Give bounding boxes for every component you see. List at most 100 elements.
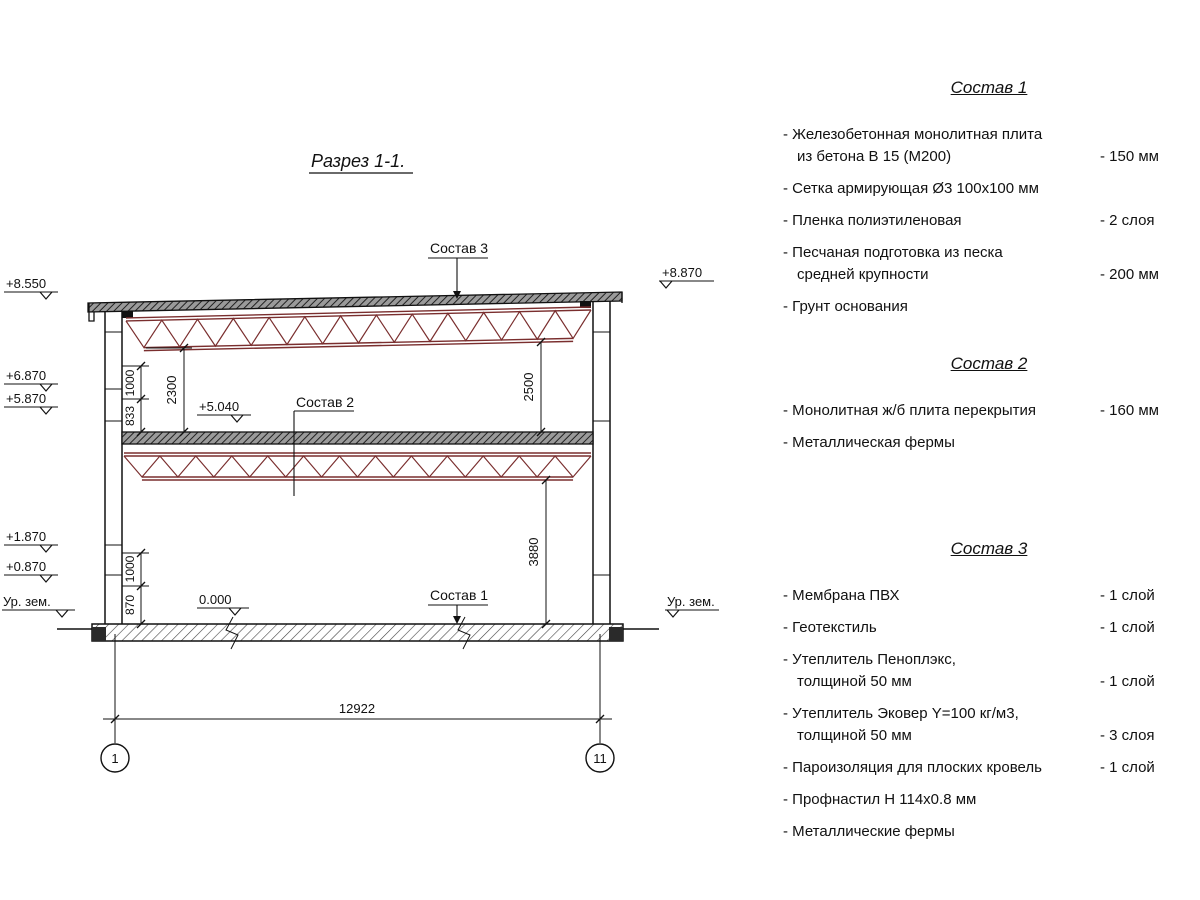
spec-heading-2: Состав 2 xyxy=(950,354,1028,373)
spec-item: - Металлическая фермы xyxy=(783,432,1195,454)
spec-item-value: - 3 слоя xyxy=(1100,727,1155,744)
spec-heading-3: Состав 3 xyxy=(950,539,1028,558)
svg-text:Состав 2: Состав 2 xyxy=(296,394,354,410)
spec-item-value: - 1 слой xyxy=(1100,759,1155,776)
spec-section-3: Состав 3 - Мембрана ПВХ - 1 слой - Геоте… xyxy=(783,539,1195,843)
svg-text:11: 11 xyxy=(593,751,607,766)
spec-item: - Профнастил Н 114x0.8 мм xyxy=(783,789,1195,811)
elevation-mark-5870: +5.870 xyxy=(4,391,58,415)
spec-item-text: - Металлические фермы xyxy=(783,823,955,840)
axis-circle-11: 11 xyxy=(585,743,615,773)
break-mark xyxy=(457,616,471,650)
elevation-mark-8550: +8.550 xyxy=(4,276,58,300)
svg-text:+8.870: +8.870 xyxy=(662,265,702,280)
spec-section-1: Состав 1 - Железобетонная монолитная пли… xyxy=(783,78,1195,318)
svg-text:2300: 2300 xyxy=(164,376,179,405)
spec-item: - Монолитная ж/б плита перекрытия - 160 … xyxy=(783,400,1195,422)
svg-text:870: 870 xyxy=(123,595,137,615)
spec-item-text: - Сетка армирующая Ø3 100x100 мм xyxy=(783,180,1039,197)
svg-text:+6.870: +6.870 xyxy=(6,368,46,383)
leader-sostav2: Состав 2 xyxy=(293,394,354,496)
drawing-title-text: Разрез 1-1. xyxy=(311,151,405,171)
leader-sostav1: Состав 1 xyxy=(428,587,488,624)
svg-text:Ур. зем.: Ур. зем. xyxy=(667,594,715,609)
spec-item-text: - Пароизоляция для плоских кровель xyxy=(783,759,1042,776)
spec-item: - Геотекстиль - 1 слой xyxy=(783,617,1195,639)
spec-panel: Состав 1 - Железобетонная монолитная пли… xyxy=(783,78,1195,853)
spec-item: - Сетка армирующая Ø3 100x100 мм xyxy=(783,178,1195,200)
elevation-mark-8870: +8.870 xyxy=(659,265,714,289)
spec-item-text: - Грунт основания xyxy=(783,298,908,315)
svg-text:12922: 12922 xyxy=(339,701,375,716)
svg-text:+5.870: +5.870 xyxy=(6,391,46,406)
dim-3880: 3880 xyxy=(526,475,551,629)
spec-item-text: - Геотекстиль xyxy=(783,619,877,636)
spec-item-value: - 150 мм xyxy=(1100,148,1159,165)
svg-text:833: 833 xyxy=(123,406,137,426)
svg-text:1000: 1000 xyxy=(123,369,137,396)
svg-text:3880: 3880 xyxy=(526,538,541,567)
spec-item-text: - Мембрана ПВХ xyxy=(783,587,900,604)
spec-item: - Пароизоляция для плоских кровель - 1 с… xyxy=(783,757,1195,779)
axis-circle-1: 1 xyxy=(100,743,130,773)
mid-floor-slab xyxy=(121,431,594,445)
break-mark xyxy=(225,616,239,650)
elevation-mark-1870: +1.870 xyxy=(4,529,58,553)
spec-item-text: - Профнастил Н 114x0.8 мм xyxy=(783,791,977,808)
dim-1000-870: 1000 870 xyxy=(122,548,149,629)
spec-item: - Металлические фермы xyxy=(783,821,1195,843)
spec-item-text: - Металлическая фермы xyxy=(783,434,955,451)
spec-item-value: - 2 слоя xyxy=(1100,212,1155,229)
svg-text:+0.870: +0.870 xyxy=(6,559,46,574)
elevation-mark-6870: +6.870 xyxy=(4,368,58,392)
truss-bearing-left xyxy=(122,311,133,318)
spec-item: - Грунт основания xyxy=(783,296,1195,318)
wall-right xyxy=(592,299,611,631)
spec-item: - Утеплитель Эковер Y=100 кг/м3,толщиной… xyxy=(783,703,1195,747)
spec-item-text: - Монолитная ж/б плита перекрытия xyxy=(783,402,1037,419)
spec-item-value: - 1 слой xyxy=(1100,619,1155,636)
spec-item-value: - 1 слой xyxy=(1100,587,1155,604)
dim-2300: 2300 xyxy=(146,343,192,437)
svg-text:2500: 2500 xyxy=(521,373,536,402)
spec-item: - Мембрана ПВХ - 1 слой xyxy=(783,585,1195,607)
dim-overall: 12922 xyxy=(103,634,612,743)
ground-level-mark-right: Ур. зем. xyxy=(665,594,719,618)
svg-text:+8.550: +8.550 xyxy=(6,276,46,291)
spec-item-text: - Утеплитель Пеноплэкс,толщиной 50 мм xyxy=(783,651,956,690)
svg-text:Состав 3: Состав 3 xyxy=(430,240,488,256)
svg-text:Состав 1: Состав 1 xyxy=(430,587,488,603)
dim-2500: 2500 xyxy=(521,337,546,437)
spec-item-value: - 1 слой xyxy=(1100,673,1155,690)
elevation-mark-0870: +0.870 xyxy=(4,559,58,583)
section-drawing: Разрез 1-1. xyxy=(2,151,719,773)
spec-item: - Пленка полиэтиленовая - 2 слоя xyxy=(783,210,1195,232)
spec-item-text: - Пленка полиэтиленовая xyxy=(783,212,962,229)
spec-item-text: - Утеплитель Эковер Y=100 кг/м3,толщиной… xyxy=(783,705,1019,744)
leader-sostav3: Состав 3 xyxy=(428,240,488,299)
spec-heading-1: Состав 1 xyxy=(950,78,1028,97)
spec-item-value: - 200 мм xyxy=(1100,266,1159,283)
roof-band xyxy=(87,291,623,322)
svg-text:1: 1 xyxy=(111,751,118,766)
svg-text:+1.870: +1.870 xyxy=(6,529,46,544)
ground-floor-slab xyxy=(57,616,659,650)
wall-left xyxy=(104,309,123,631)
spec-item-value: - 160 мм xyxy=(1100,402,1159,419)
svg-text:+5.040: +5.040 xyxy=(199,399,239,414)
drawing-title: Разрез 1-1. xyxy=(309,151,413,174)
svg-text:0.000: 0.000 xyxy=(199,592,232,607)
spec-item: - Утеплитель Пеноплэкс,толщиной 50 мм - … xyxy=(783,649,1195,693)
elevation-mark-5040: +5.040 xyxy=(197,399,251,423)
svg-text:Ур. зем.: Ур. зем. xyxy=(3,594,51,609)
spec-section-2: Состав 2 - Монолитная ж/б плита перекрыт… xyxy=(783,354,1195,454)
truss-middle xyxy=(123,452,592,481)
truss-top xyxy=(125,306,592,352)
ground-level-mark-left: Ур. зем. xyxy=(2,594,75,618)
dim-1000-833: 1000 833 xyxy=(122,361,149,437)
